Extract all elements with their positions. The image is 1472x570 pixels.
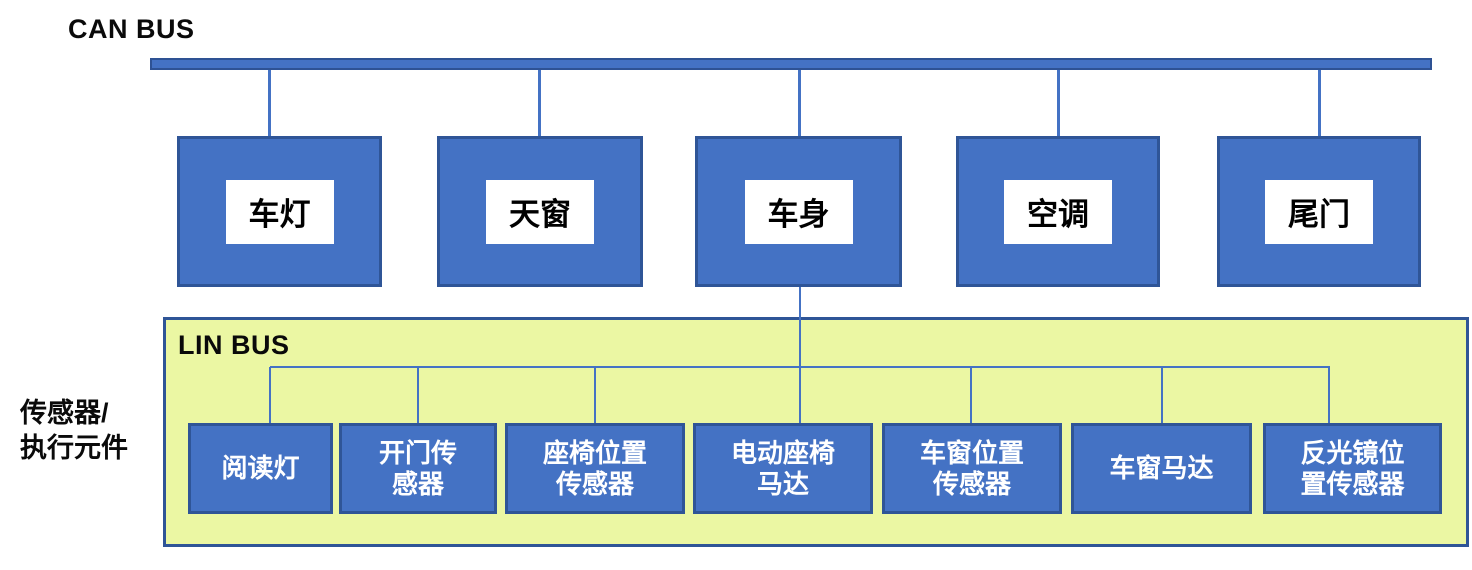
sensor-actuator-label: 传感器/ 执行元件 [20,398,128,464]
can-bus-label: CAN BUS [68,14,195,44]
lin-connector-line [269,367,271,423]
can-bus-line [150,58,1432,70]
node-label: 反光镜位 置传感器 [1300,437,1405,499]
lin-node-window-position-sensor: 车窗位置 传感器 [882,423,1062,514]
node-label-plate: 车身 [744,179,853,244]
node-label-plate: 尾门 [1265,179,1373,244]
node-label-plate: 空调 [1004,179,1112,244]
lin-connector-line [594,367,596,423]
node-label-plate: 天窗 [486,179,594,244]
lin-connector-line [970,367,972,423]
can-connector-line [1057,70,1060,136]
lin-connector-line [1161,367,1163,423]
can-connector-line [798,70,801,136]
lin-connector-line [1328,367,1330,423]
lin-bus-label: LIN BUS [178,330,290,360]
lin-connector-line [417,367,419,423]
node-label: 开门传 感器 [378,437,457,499]
lin-node-reading-light: 阅读灯 [188,423,333,514]
can-connector-line [268,70,271,136]
can-node-sunroof: 天窗 [437,136,643,287]
node-label: 尾门 [1288,197,1350,232]
can-node-lights: 车灯 [177,136,382,287]
lin-node-mirror-position-sensor: 反光镜位 置传感器 [1263,423,1442,514]
node-label: 空调 [1027,197,1089,232]
node-label: 电动座椅 马达 [730,437,835,499]
node-label: 车窗马达 [1109,453,1214,484]
node-label: 车身 [767,197,830,232]
can-node-tailgate: 尾门 [1217,136,1421,287]
lin-node-seat-position-sensor: 座椅位置 传感器 [505,423,685,514]
lin-node-door-open-sensor: 开门传 感器 [339,423,497,514]
node-label-plate: 车灯 [225,179,334,244]
can-node-body: 车身 [695,136,902,287]
node-label: 车窗位置 传感器 [919,437,1024,499]
lin-bus-line [270,366,1330,368]
lin-node-electric-seat-motor: 电动座椅 马达 [693,423,873,514]
lin-node-window-motor: 车窗马达 [1071,423,1252,514]
node-label: 天窗 [509,197,571,232]
can-connector-line [1318,70,1321,136]
node-label: 车灯 [248,197,311,232]
can-connector-line [538,70,541,136]
can-node-ac: 空调 [956,136,1160,287]
body-to-lin-connector-line [799,287,801,423]
node-label: 座椅位置 传感器 [542,437,647,499]
node-label: 阅读灯 [221,453,300,484]
